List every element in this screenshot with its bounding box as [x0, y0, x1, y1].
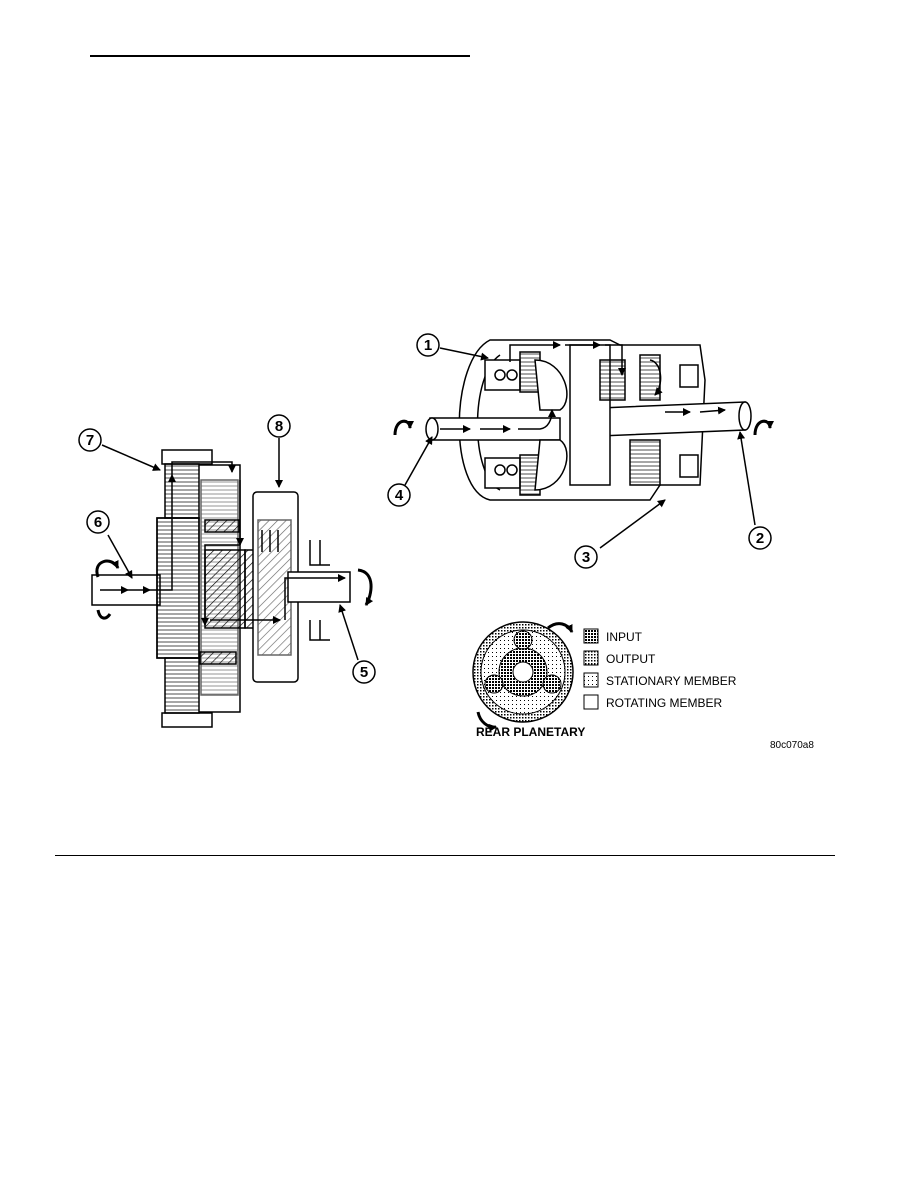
header-rule — [90, 55, 470, 57]
callout-4: 4 — [387, 483, 411, 507]
legend-swatch-rotating — [583, 694, 599, 710]
left-schematic — [91, 449, 374, 728]
callout-2: 2 — [748, 526, 772, 550]
svg-text:INPUT: INPUT — [606, 630, 643, 644]
svg-text:2: 2 — [756, 530, 764, 547]
rotation-arrow-bottom — [476, 711, 497, 732]
rear-planetary-icon — [472, 621, 574, 732]
legend-swatch-input — [583, 628, 599, 644]
footer-rule — [55, 855, 835, 856]
callout-leaders — [101, 347, 756, 661]
callout-5: 5 — [352, 660, 376, 684]
svg-text:1: 1 — [424, 337, 432, 354]
svg-text:ROTATING MEMBER: ROTATING MEMBER — [606, 696, 723, 710]
callout-6: 6 — [86, 510, 110, 534]
output-shaft — [287, 571, 351, 603]
rotation-arrow-top — [547, 622, 574, 633]
legend-swatch-stationary — [583, 672, 599, 688]
svg-text:8: 8 — [275, 418, 283, 435]
svg-text:4: 4 — [395, 487, 404, 504]
legend-swatch-output — [583, 650, 599, 666]
callout-1: 1 — [416, 333, 440, 357]
callout-7: 7 — [78, 428, 102, 452]
clutch-pack — [156, 517, 200, 659]
caption-rear-planetary: REAR PLANETARY — [476, 725, 585, 739]
legend-item-output: OUTPUT — [583, 650, 656, 666]
legend: INPUT OUTPUT STATIONARY MEMBER ROTATING … — [583, 628, 737, 710]
figure-id: 80c070a8 — [770, 740, 814, 751]
callout-3: 3 — [574, 545, 598, 569]
sun-gear-block — [204, 549, 246, 629]
svg-text:STATIONARY MEMBER: STATIONARY MEMBER — [606, 674, 737, 688]
svg-text:3: 3 — [582, 549, 590, 566]
svg-text:7: 7 — [86, 432, 94, 449]
svg-text:OUTPUT: OUTPUT — [606, 652, 656, 666]
legend-item-rotating: ROTATING MEMBER — [583, 694, 723, 710]
right-cutaway — [393, 339, 774, 501]
svg-text:6: 6 — [94, 514, 102, 531]
svg-text:5: 5 — [360, 664, 368, 681]
cutaway-output-shaft — [599, 401, 746, 437]
legend-item-input: INPUT — [583, 628, 643, 644]
callout-8: 8 — [267, 414, 291, 438]
legend-item-stationary: STATIONARY MEMBER — [583, 672, 737, 688]
